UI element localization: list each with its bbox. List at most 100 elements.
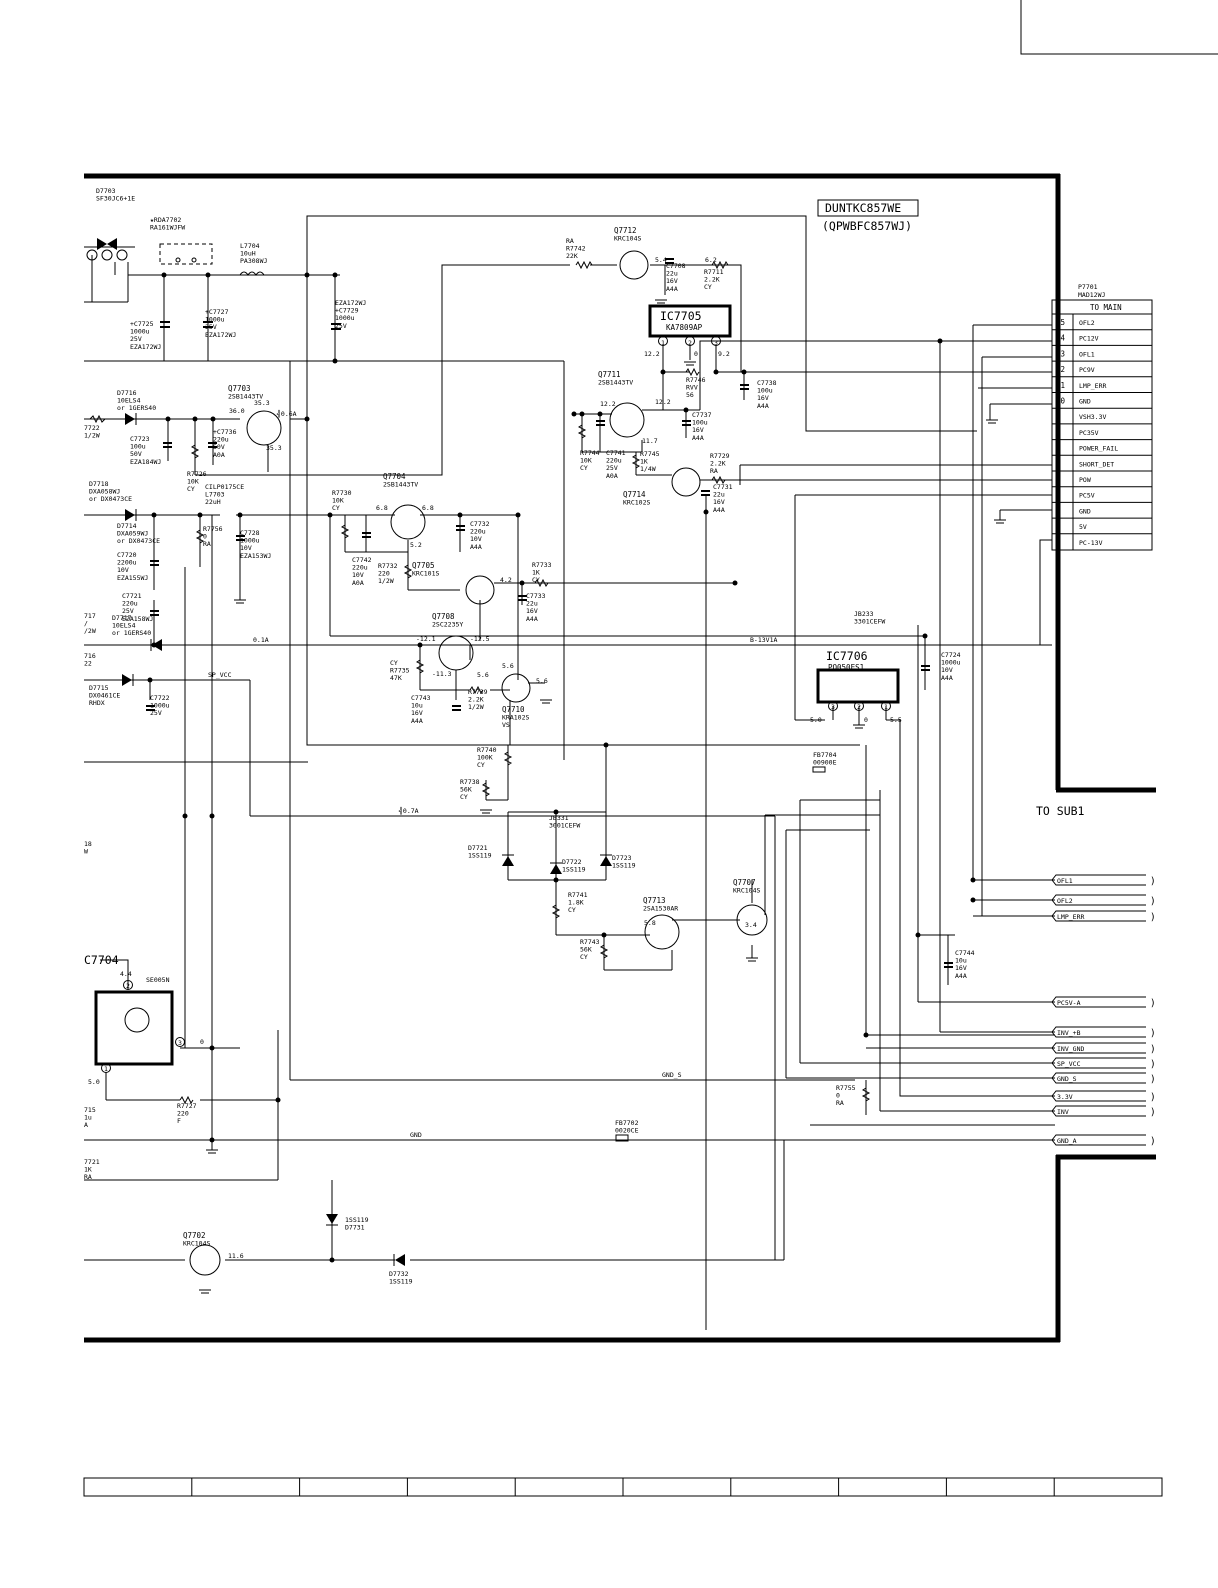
label-jb233: JB233 <box>854 610 874 618</box>
voltage-v4: 12.2 <box>600 400 616 408</box>
label-r7756: RA <box>203 540 211 548</box>
label-l7703: 22uH <box>205 498 221 506</box>
label-r7745: R7745 <box>640 450 660 458</box>
wires <box>84 215 1055 1330</box>
label-r7743: 56K <box>580 946 592 954</box>
fragment-f7: 7721 <box>84 1158 100 1166</box>
label-c7729: EZA172WJ <box>335 299 366 307</box>
connector-pin-number: 10 <box>1056 397 1066 406</box>
label-d7722: D7722 <box>562 858 582 866</box>
label-l7704: L7704 <box>240 242 260 250</box>
connector-pin-number: 11 <box>1056 381 1065 390</box>
fragment-f3: 716 <box>84 652 96 660</box>
net-n-gnd: GND <box>410 1131 422 1139</box>
label-d7721: 1SS119 <box>468 852 492 860</box>
label-c7742: 220u <box>352 564 368 572</box>
label-c7744: 10u <box>955 957 967 965</box>
label-c7723: C7723 <box>130 435 150 443</box>
board-code-sub: (QPWBFC857WJ) <box>822 219 912 233</box>
connector-title: TO MAIN <box>1090 303 1122 312</box>
connector-pin-number: 13 <box>1056 349 1065 358</box>
sub1-signal-label: LMP_ERR <box>1057 913 1084 921</box>
svg-text:1: 1 <box>104 1065 108 1073</box>
label-q7712: Q7712 <box>614 226 637 235</box>
connector-pin-label: PC-13V <box>1079 539 1103 547</box>
label-r7755: R7755 <box>836 1084 856 1092</box>
label-c7720: 2200u <box>117 559 137 567</box>
label-l7704: 10uH <box>240 250 256 258</box>
label-c7737: C7737 <box>692 411 712 419</box>
voltage-v6: 11.7 <box>642 437 658 445</box>
label-q7703: 2SB1443TV <box>228 393 263 401</box>
voltage-v10: 4.2 <box>500 576 512 584</box>
fragment-f2: / <box>84 620 88 628</box>
ic7705: IC7705 KA7809AP 1 2 3 12.2 0 9.2 <box>644 309 730 358</box>
label-r7733: 1K <box>532 569 540 577</box>
fragment-f6: A <box>84 1121 88 1129</box>
svg-text:PQ050ES1: PQ050ES1 <box>828 663 864 672</box>
connector-pin-number: 5 <box>1056 475 1061 484</box>
label-c7736: 50V <box>213 443 225 451</box>
net-n-01a: 0.1A <box>253 636 269 644</box>
label-c7708: 22u <box>666 270 678 278</box>
voltage-v8: 6.8 <box>422 504 434 512</box>
label-c7738: 16V <box>757 394 769 402</box>
label-c7744: C7744 <box>955 949 975 957</box>
label-c7741: 25V <box>606 464 618 472</box>
label-c7744: A4A <box>955 972 967 980</box>
label-c7741: 220u <box>606 457 622 465</box>
label-d7721: D7721 <box>468 844 488 852</box>
label-c7731: 22u <box>713 491 725 499</box>
label-c7732: 10V <box>470 535 482 543</box>
connector-pin-label: POWER_FAIL <box>1079 445 1118 453</box>
fragment-f7: 1K <box>84 1166 92 1174</box>
connector-pin-number: 7 <box>1056 444 1061 453</box>
label-r7730: CY <box>332 504 340 512</box>
label-c7722: C7722 <box>150 694 170 702</box>
label-c7724: 1000u <box>941 659 961 667</box>
label-q7710: Q7710 <box>502 705 525 714</box>
label-r7746: R7746 <box>686 376 706 384</box>
label-fb7704: 00900E <box>813 759 837 767</box>
svg-text:2: 2 <box>126 982 130 990</box>
label-c7722: 25V <box>150 709 162 717</box>
label-r7738: 56K <box>460 786 472 794</box>
connector-pin-label: PC9V <box>1079 366 1095 374</box>
connector-pin-label: PC5V <box>1079 492 1095 500</box>
label-c7731: A4A <box>713 506 725 514</box>
label-d7714: or DX0473CE <box>117 537 160 545</box>
label-d7717: 10ELS4 <box>112 622 136 630</box>
voltage-v17: 5.8 <box>644 919 656 927</box>
left-edge-fragments: 77221/2W717//2W7162218WC77047151uA77211K… <box>84 424 119 1181</box>
sub1-arrow-end: ) <box>1150 1074 1156 1085</box>
components <box>86 238 1006 1294</box>
label-q7712: KRC104S <box>614 235 641 243</box>
label-q7707: KRC104S <box>733 887 760 895</box>
voltage-v1: 36.0 <box>229 407 245 415</box>
label-jb331: 3001CEFW <box>549 822 580 830</box>
svg-text:2: 2 <box>857 703 861 711</box>
label-c7721: 25V <box>122 607 134 615</box>
label-c7732: C7732 <box>470 520 490 528</box>
label-d7723: 1SS119 <box>612 862 636 870</box>
label-r7739: 2.2K <box>468 696 484 704</box>
svg-text:2: 2 <box>688 339 692 347</box>
voltage-v15: 5.6 <box>502 662 514 670</box>
label-d7718: or DX0473CE <box>89 495 132 503</box>
corner-box <box>1020 0 1218 55</box>
label-r7741: CY <box>568 906 576 914</box>
connector-part: MAD12WJ <box>1078 291 1105 299</box>
fragment-f7: RA <box>84 1173 92 1181</box>
sub1-signal-label: PC5V-A <box>1057 999 1081 1007</box>
label-c7736: 220u <box>213 436 229 444</box>
label-r7726: CY <box>187 485 195 493</box>
label-c7720: EZA155WJ <box>117 574 148 582</box>
label-c7729: 1000u <box>335 314 355 322</box>
label-r7729: RA <box>710 467 718 475</box>
net-n-06a: ╣0.6A <box>276 409 297 418</box>
connector-pin-label: LMP_ERR <box>1079 382 1106 390</box>
label-q7704: Q7704 <box>383 472 406 481</box>
sub1-arrow <box>1051 1057 1146 1069</box>
svg-text:0: 0 <box>694 350 698 358</box>
